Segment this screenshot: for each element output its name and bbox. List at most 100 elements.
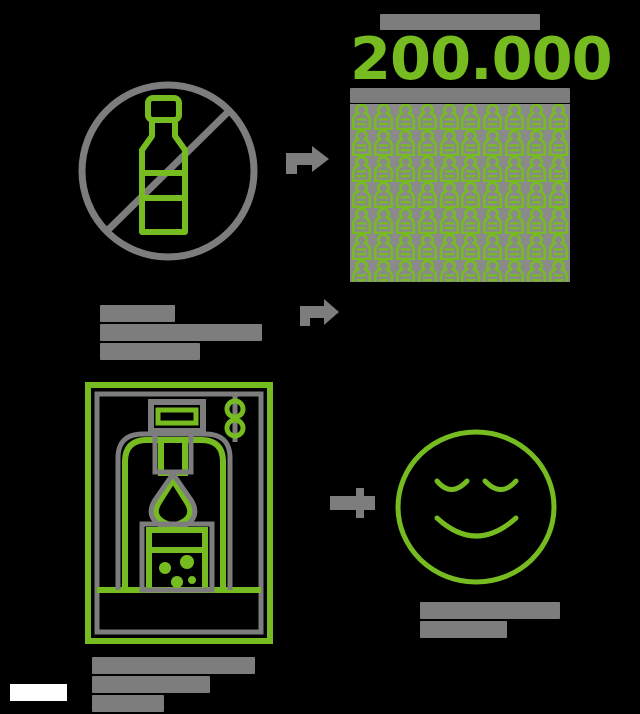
content-face-icon	[393, 428, 559, 586]
caption-middle-redacted	[100, 303, 262, 362]
redacted-line	[100, 305, 175, 322]
person-icon	[483, 260, 503, 282]
no-plastic-bottle-icon	[72, 76, 264, 266]
person-icon	[417, 260, 437, 282]
redacted-line	[92, 695, 165, 712]
person-icon	[373, 104, 393, 130]
person-icon	[461, 234, 481, 260]
person-icon	[352, 130, 371, 156]
caption-smiley-redacted	[420, 600, 560, 640]
pictogram-row	[350, 104, 570, 130]
arrow-right-icon	[330, 484, 376, 526]
person-icon	[439, 104, 459, 130]
person-icon	[527, 208, 546, 234]
person-icon	[527, 234, 546, 260]
person-icon	[505, 182, 525, 208]
person-icon	[505, 104, 525, 130]
pictogram-row	[350, 130, 570, 156]
stat-eyebrow-redacted	[380, 14, 540, 30]
person-icon	[548, 234, 568, 260]
pictogram-row	[350, 234, 570, 260]
person-icon	[548, 182, 568, 208]
person-icon	[483, 130, 503, 156]
person-icon	[395, 208, 415, 234]
person-icon	[373, 260, 393, 282]
person-icon	[505, 130, 525, 156]
person-icon	[417, 130, 437, 156]
person-icon	[461, 156, 481, 182]
person-icon	[439, 208, 459, 234]
person-icon	[417, 104, 437, 130]
person-icon	[461, 130, 481, 156]
people-pictogram-grid	[350, 104, 570, 282]
person-icon	[548, 260, 568, 282]
person-icon	[352, 182, 371, 208]
redacted-line	[100, 324, 262, 341]
person-icon	[483, 182, 503, 208]
person-icon	[417, 182, 437, 208]
pictogram-row	[350, 156, 570, 182]
person-icon	[352, 234, 371, 260]
person-icon	[395, 156, 415, 182]
redacted-line	[92, 676, 210, 693]
redacted-line	[420, 621, 507, 638]
person-icon	[461, 182, 481, 208]
person-icon	[461, 104, 481, 130]
pictogram-row	[350, 260, 570, 282]
person-icon	[395, 260, 415, 282]
redacted-line	[420, 602, 560, 619]
person-icon	[373, 234, 393, 260]
person-icon	[527, 104, 546, 130]
person-icon	[417, 156, 437, 182]
caption-dispenser-redacted	[92, 655, 282, 714]
person-icon	[395, 104, 415, 130]
person-icon	[352, 104, 371, 130]
person-icon	[548, 104, 568, 130]
person-icon	[439, 234, 459, 260]
redacted-line	[92, 657, 256, 674]
person-icon	[505, 208, 525, 234]
person-icon	[527, 156, 546, 182]
person-icon	[505, 260, 525, 282]
person-icon	[439, 130, 459, 156]
pictogram-row	[350, 208, 570, 234]
person-icon	[417, 234, 437, 260]
pictogram-row	[350, 182, 570, 208]
person-icon	[439, 156, 459, 182]
arrow-right-icon	[300, 298, 340, 334]
person-icon	[395, 182, 415, 208]
person-icon	[548, 208, 568, 234]
water-dispenser-icon	[85, 382, 273, 644]
person-icon	[373, 182, 393, 208]
person-icon	[373, 208, 393, 234]
person-icon	[548, 130, 568, 156]
stat-number: 200.000	[350, 24, 613, 93]
redacted-line	[350, 88, 570, 104]
person-icon	[527, 182, 546, 208]
person-icon	[461, 260, 481, 282]
person-icon	[352, 260, 371, 282]
person-icon	[439, 260, 459, 282]
person-icon	[439, 182, 459, 208]
person-icon	[483, 208, 503, 234]
brand-logo	[10, 684, 67, 701]
arrow-right-icon	[286, 144, 330, 182]
person-icon	[352, 156, 371, 182]
person-icon	[505, 234, 525, 260]
person-icon	[505, 156, 525, 182]
person-icon	[461, 208, 481, 234]
person-icon	[527, 130, 546, 156]
person-icon	[395, 130, 415, 156]
person-icon	[373, 156, 393, 182]
person-icon	[548, 156, 568, 182]
redacted-line	[100, 343, 201, 360]
person-icon	[483, 234, 503, 260]
pictogram-rows	[350, 104, 570, 282]
person-icon	[417, 208, 437, 234]
person-icon	[527, 260, 546, 282]
person-icon	[352, 208, 371, 234]
person-icon	[395, 234, 415, 260]
person-icon	[483, 156, 503, 182]
person-icon	[483, 104, 503, 130]
